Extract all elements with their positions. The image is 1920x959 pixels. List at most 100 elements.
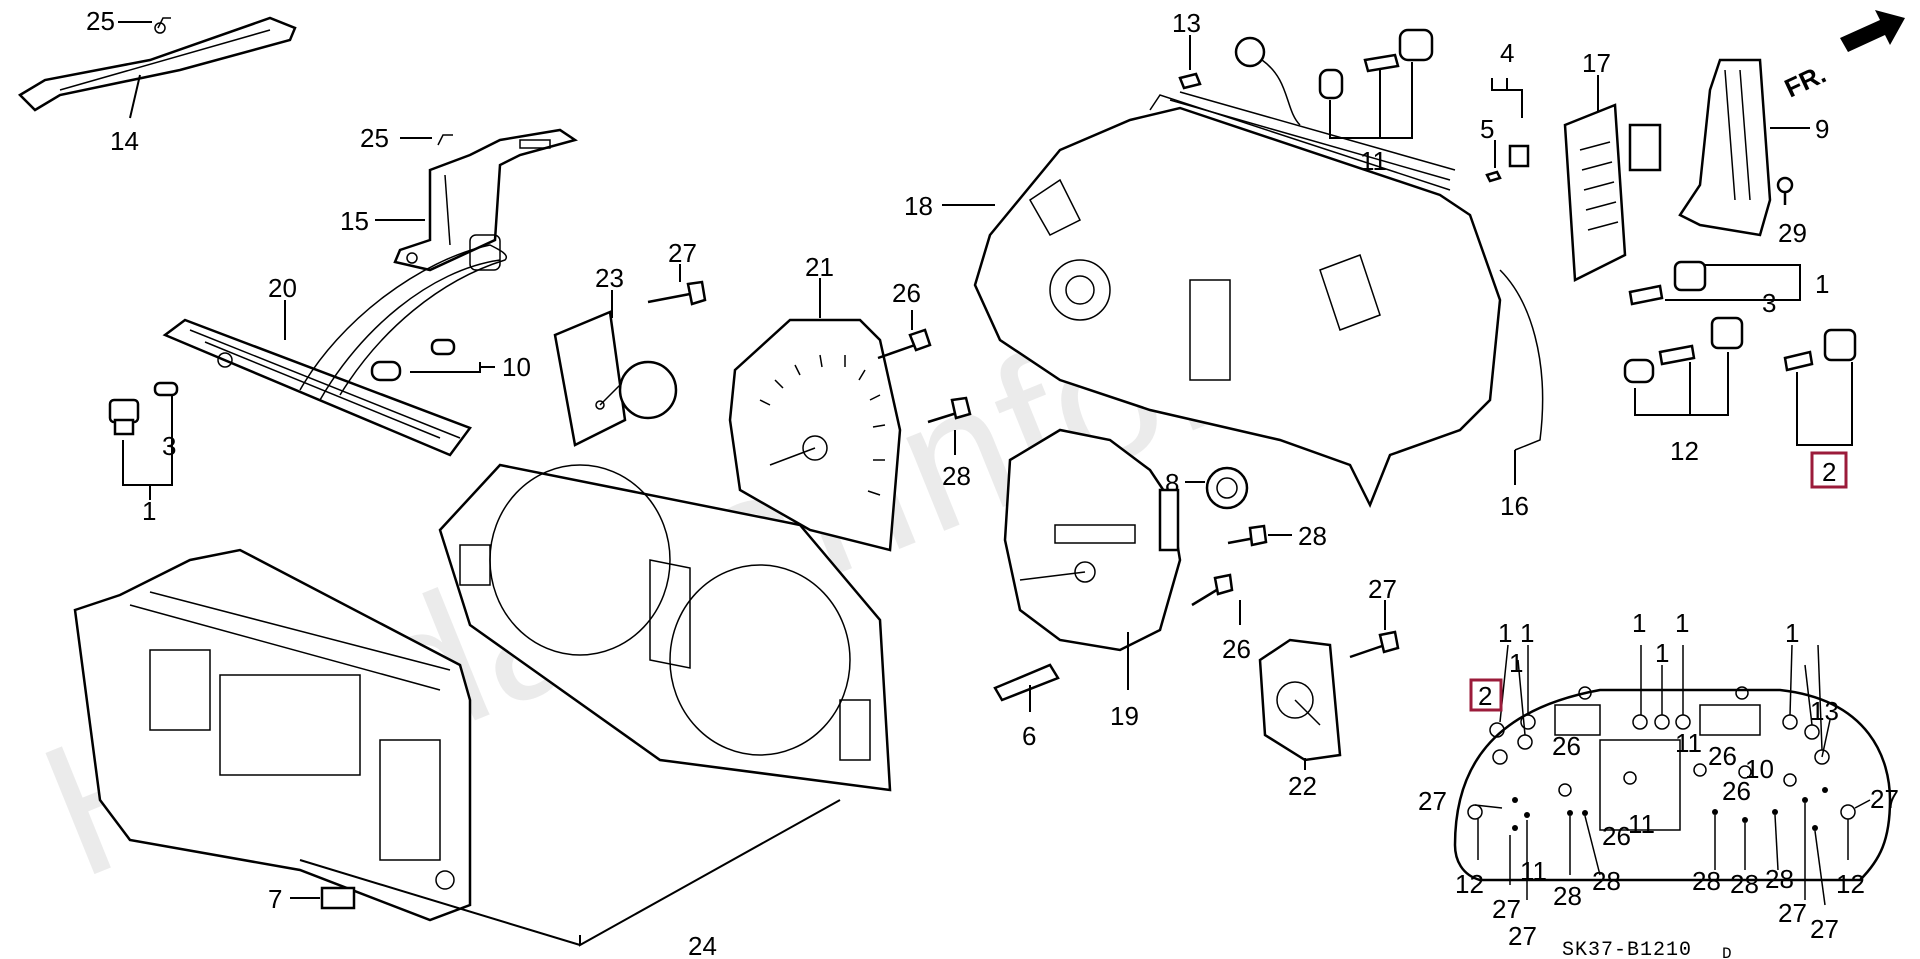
callout-4: 4 bbox=[1500, 38, 1514, 68]
callout-24: 24 bbox=[688, 931, 717, 959]
socket-11-b bbox=[1398, 28, 1434, 62]
callout-12: 12 bbox=[1670, 436, 1699, 466]
bracket-14 bbox=[17, 16, 297, 112]
callout-1b: 1 bbox=[1815, 269, 1829, 299]
screw-28-a bbox=[927, 396, 972, 424]
callout-9: 9 bbox=[1815, 114, 1829, 144]
inset-label-13: 13 bbox=[1810, 696, 1839, 726]
callout-27: 27 bbox=[668, 238, 697, 268]
diagram-code: SK37-B1210 bbox=[1562, 939, 1692, 959]
callout-21: 21 bbox=[805, 252, 834, 282]
callout-25: 25 bbox=[86, 6, 115, 36]
callout-5: 5 bbox=[1480, 114, 1494, 144]
front-panel-24 bbox=[438, 463, 892, 792]
inset-label-26: 26 bbox=[1552, 731, 1581, 761]
circuit-strip-20 bbox=[162, 234, 507, 457]
inset-label-28: 28 bbox=[1692, 866, 1721, 896]
temperature-gauge-23 bbox=[553, 310, 678, 447]
inset-label-10: 10 bbox=[1745, 754, 1774, 784]
callout-1: 1 bbox=[142, 496, 156, 526]
callout-22: 22 bbox=[1288, 771, 1317, 801]
clip-5 bbox=[1485, 170, 1502, 183]
inset-label-27: 27 bbox=[1810, 914, 1839, 944]
callout-28b: 28 bbox=[1298, 521, 1327, 551]
socket-1-left bbox=[108, 398, 140, 436]
bulb-3-right bbox=[1628, 284, 1664, 306]
inset-label-11: 11 bbox=[1628, 809, 1655, 839]
callout-7: 7 bbox=[268, 884, 282, 914]
callout-3b: 3 bbox=[1762, 288, 1776, 318]
diagram-code-suffix: D bbox=[1722, 945, 1733, 959]
pin-6 bbox=[993, 663, 1060, 702]
callout-16: 16 bbox=[1500, 491, 1529, 521]
bulb-10-a bbox=[370, 360, 402, 382]
bulb-11 bbox=[1318, 68, 1344, 100]
inset-label-11: 11 bbox=[1520, 856, 1547, 886]
bulb-13 bbox=[1178, 72, 1202, 90]
speedometer-21 bbox=[728, 318, 902, 552]
screw-27-b bbox=[1349, 630, 1400, 659]
callout-3: 3 bbox=[162, 431, 176, 461]
inset-label-27: 27 bbox=[1870, 784, 1899, 814]
socket-2 bbox=[1823, 328, 1857, 362]
inset-label-1: 1 bbox=[1785, 618, 1799, 648]
callout-2: 2 bbox=[1822, 457, 1836, 487]
inset-label-12: 12 bbox=[1455, 869, 1484, 899]
callout-14: 14 bbox=[110, 126, 139, 156]
inset-label-1: 1 bbox=[1520, 618, 1534, 648]
bulb-12-a bbox=[1623, 358, 1655, 384]
screw-26-a bbox=[877, 328, 932, 360]
inset-highlight-2 bbox=[1469, 678, 1503, 712]
bracket-9 bbox=[1678, 58, 1772, 237]
direction-label: FR. bbox=[1780, 59, 1831, 104]
pad-7 bbox=[320, 886, 356, 910]
inset-label-27: 27 bbox=[1418, 786, 1447, 816]
callout-19: 19 bbox=[1110, 701, 1139, 731]
callout-27b: 27 bbox=[1368, 574, 1397, 604]
callout-17: 17 bbox=[1582, 48, 1611, 78]
screw-26-b bbox=[1191, 573, 1234, 607]
inset-label-26: 26 bbox=[1708, 741, 1737, 771]
inset-label-27: 27 bbox=[1778, 898, 1807, 928]
highlight-box-2 bbox=[1810, 451, 1848, 489]
bulb-10-b bbox=[430, 338, 456, 356]
inset-label-1: 1 bbox=[1655, 638, 1669, 668]
callout-26: 26 bbox=[892, 278, 921, 308]
callout-13: 13 bbox=[1172, 8, 1201, 38]
bulb-3-left bbox=[153, 381, 179, 397]
inset-label-1: 1 bbox=[1509, 648, 1523, 678]
callout-29: 29 bbox=[1778, 218, 1807, 248]
callout-15: 15 bbox=[340, 206, 369, 236]
tachometer-19 bbox=[1003, 428, 1182, 652]
socket-11-a bbox=[1234, 36, 1301, 126]
fuel-gauge-22 bbox=[1258, 638, 1342, 762]
callout-18: 18 bbox=[904, 191, 933, 221]
inset-label-11: 11 bbox=[1675, 728, 1702, 758]
callout-26b: 26 bbox=[1222, 634, 1251, 664]
inset-label-28: 28 bbox=[1553, 881, 1582, 911]
callout-20: 20 bbox=[268, 273, 297, 303]
screw-27-a bbox=[647, 280, 707, 306]
screw-29 bbox=[1776, 176, 1794, 205]
inset-label-1: 1 bbox=[1675, 608, 1689, 638]
inset-label-28: 28 bbox=[1592, 866, 1621, 896]
callout-23: 23 bbox=[595, 263, 624, 293]
inset-leader-lines bbox=[1474, 644, 1871, 906]
callout-25b: 25 bbox=[360, 123, 389, 153]
inset-label-27: 27 bbox=[1508, 921, 1537, 951]
socket-12 bbox=[1710, 316, 1744, 350]
inset-label-28: 28 bbox=[1730, 869, 1759, 899]
callout-28: 28 bbox=[942, 461, 971, 491]
inset-label-26: 26 bbox=[1722, 776, 1751, 806]
inset-label-26: 26 bbox=[1602, 821, 1631, 851]
clip-4 bbox=[1508, 144, 1530, 168]
inset-label-27: 27 bbox=[1492, 894, 1521, 924]
inset-label-2: 2 bbox=[1478, 681, 1492, 711]
rear-housing-18 bbox=[973, 91, 1544, 509]
wedge-bulb-11 bbox=[1363, 53, 1400, 73]
bulb-2 bbox=[1783, 350, 1814, 372]
connector-17 bbox=[1563, 103, 1662, 282]
front-direction-arrow bbox=[1840, 10, 1905, 52]
socket-1-right bbox=[1673, 260, 1707, 292]
